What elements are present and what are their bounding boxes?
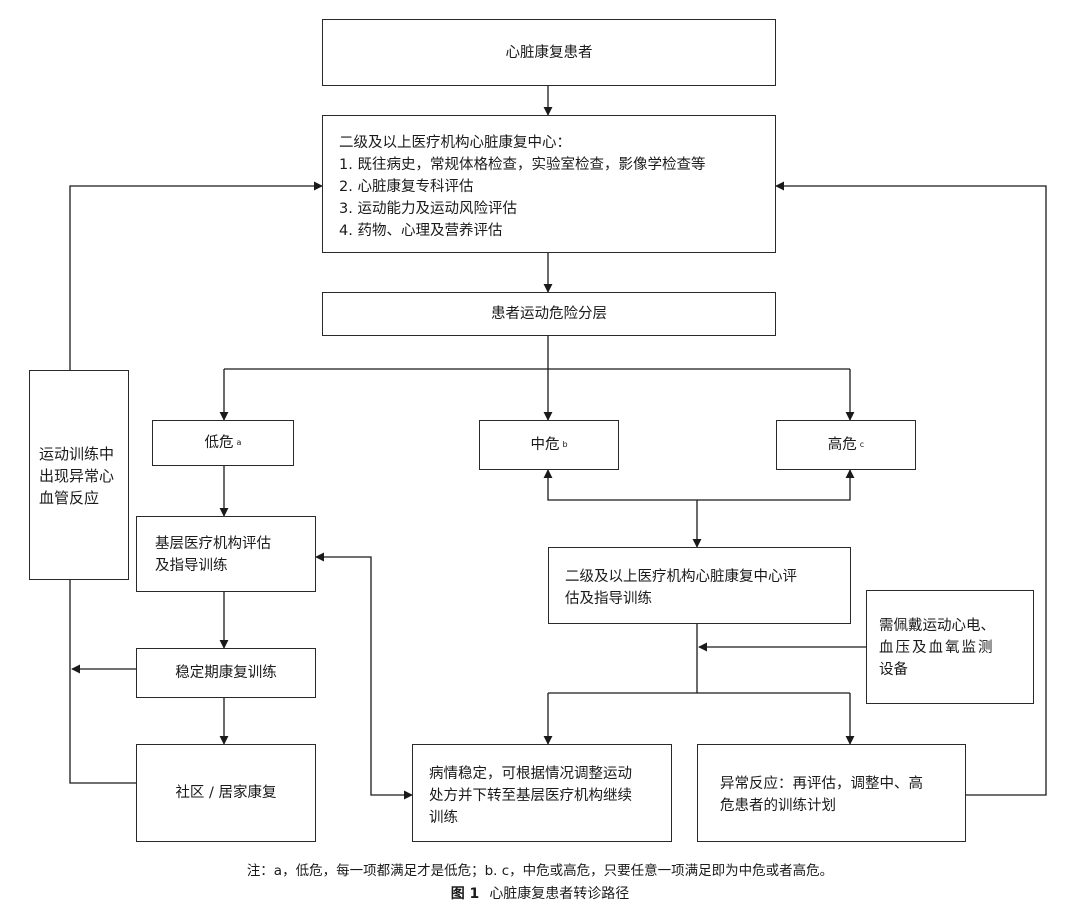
figure-caption: 图 1 心脏康复患者转诊路径 [0,883,1080,903]
line-community-to-exercise [69,580,136,784]
stable-condition-line-3: 训练 [429,810,458,826]
footnote: 注：a，低危，每一项都满足才是低危；b. c，中危或高危，只要任意一项满足即为中… [246,863,834,879]
box-patient: 心脏康复患者 [322,19,776,86]
box-rehab-center: 二级及以上医疗机构心脏康复中心： 1. 既往病史，常规体格检查，实验室检查，影像… [322,115,776,253]
arrow-exercise-reaction-to-center [69,181,323,370]
line-mid-high-bracket [543,469,855,501]
mid-risk-label: 中危 [530,437,560,453]
center-title: 二级及以上医疗机构心脏康复中心： [339,135,571,151]
monitoring-line-3: 设备 [879,662,908,678]
center-item-2: 2. 心脏康复专科评估 [339,179,474,195]
monitoring-line-2: 血压及血氧监测 [879,640,995,656]
exercise-reaction-line-2: 出现异常心 [39,467,115,485]
box-community-home-rehab: 社区 / 居家康复 [136,744,316,842]
center-item-3: 3. 运动能力及运动风险评估 [339,201,517,217]
secondary-center-line-1: 二级及以上医疗机构心脏康复中心评 [565,569,797,585]
box-risk-stratification: 患者运动危险分层 [322,292,776,336]
low-risk-label: 低危 [204,435,234,451]
stable-phase-training-label: 稳定期康复训练 [175,665,277,681]
high-risk-footnote: c [859,440,865,449]
figure-caption-text: 心脏康复患者转诊路径 [489,886,630,902]
box-abnormal-response: 异常反应：再评估，调整中、高 危患者的训练计划 [697,744,966,842]
primary-care-line-1: 基层医疗机构评估 [155,536,271,552]
stable-condition-line-2: 处方并下转至基层医疗机构继续 [429,788,632,804]
exercise-reaction-line-1: 运动训练中 [39,445,115,463]
low-risk-footnote: a [236,438,242,447]
patient-label: 心脏康复患者 [505,44,593,61]
box-primary-care-eval: 基层医疗机构评估 及指导训练 [136,516,316,592]
abnormal-response-line-1: 异常反应：再评估，调整中、高 [720,776,923,792]
box-stable-condition: 病情稳定，可根据情况调整运动 处方并下转至基层医疗机构继续 训练 [412,744,672,842]
secondary-center-line-2: 估及指导训练 [565,591,652,607]
monitoring-line-1: 需佩戴运动心电、 [879,618,995,634]
figure-caption-label: 图 1 [450,886,480,902]
community-home-rehab-label: 社区 / 居家康复 [175,785,277,801]
high-risk-label: 高危 [827,437,857,453]
arrow-primary-stable-bidirectional [315,552,413,800]
box-exercise-abnormal-reaction: 运动训练中 出现异常心 血管反应 [29,370,129,580]
center-item-1: 1. 既往病史，常规体格检查，实验室检查，影像学检查等 [339,157,706,173]
mid-risk-footnote: b [562,440,568,449]
arrow-abnormal-to-center [775,181,1047,796]
box-secondary-center-eval: 二级及以上医疗机构心脏康复中心评 估及指导训练 [548,547,851,624]
exercise-reaction-line-3: 血管反应 [39,489,100,507]
box-monitoring-devices: 需佩戴运动心电、 血压及血氧监测 设备 [866,590,1034,704]
primary-care-line-2: 及指导训练 [155,558,228,574]
center-item-4: 4. 药物、心理及营养评估 [339,223,503,239]
abnormal-response-line-2: 危患者的训练计划 [720,798,836,814]
box-stable-phase-training: 稳定期康复训练 [136,648,316,698]
risk-stratification-label: 患者运动危险分层 [491,306,607,322]
stable-condition-line-1: 病情稳定，可根据情况调整运动 [429,766,632,782]
